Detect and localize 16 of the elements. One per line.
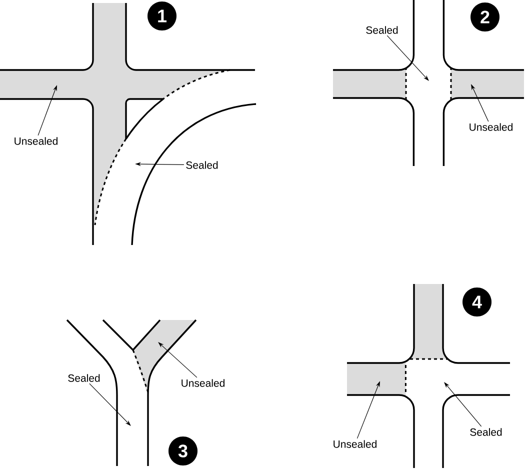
number-badge: 2 [470,2,500,32]
area-label: Unsealed [14,137,58,145]
area-label: Sealed [68,374,100,382]
area-label: Sealed [366,26,398,34]
area-label: Unsealed [182,379,224,387]
number-badge: 1 [148,2,176,30]
leader-arrow [444,382,482,427]
number-badge: 4 [462,288,492,316]
area-label: Sealed [470,428,502,436]
leader-arrow [89,383,131,426]
leader-arrow [158,342,198,378]
number-badge: 3 [168,436,198,466]
area-label: Unsealed [334,440,376,448]
area-label: Unsealed [470,123,512,131]
area-label: Sealed [186,161,218,169]
leader-arrow [386,35,429,81]
